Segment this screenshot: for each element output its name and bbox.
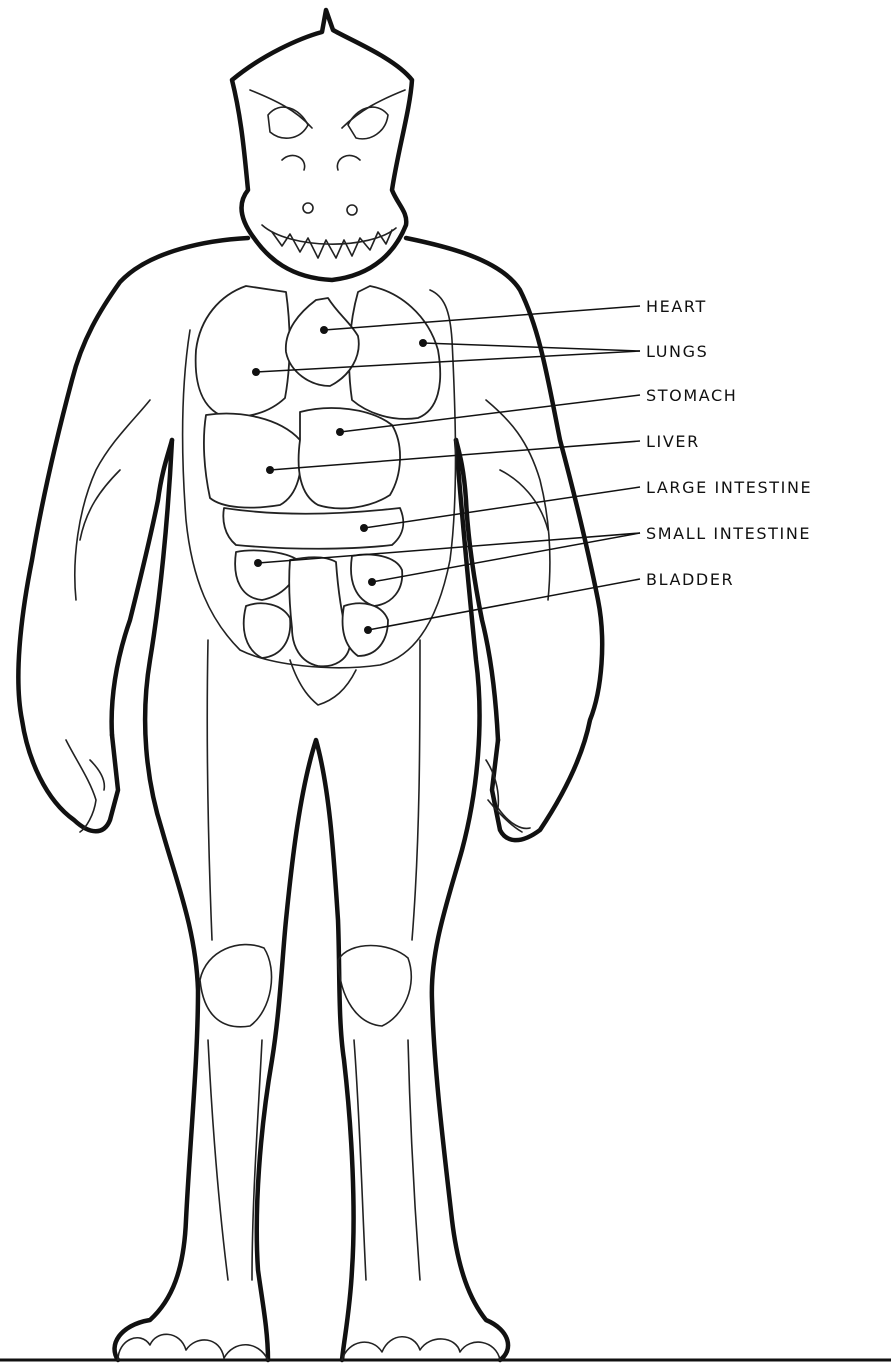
left-arm-inner [112,440,172,735]
liver-label: LIVER [646,432,700,451]
stomach-shape [299,408,400,508]
stomach-dot [336,428,344,436]
right-knee [338,946,411,1027]
left-knee [200,945,272,1027]
small-intestine-dot-2 [368,578,376,586]
liver-dot [266,466,274,474]
heart-label: HEART [646,297,707,316]
right-nostril [347,205,357,215]
large-intestine-shape [223,508,403,549]
right-lung-shape [349,286,440,419]
left-nostril [303,203,313,213]
large-intestine-leader [364,487,640,528]
liver-shape [204,414,301,508]
left-brow [250,90,312,128]
large-intestine-label: LARGE INTESTINE [646,478,812,497]
right-eye [348,107,388,139]
creature-face [250,90,405,258]
left-eye [268,107,308,138]
left-lung-shape [196,286,290,416]
lungs-dot-1 [252,368,260,376]
bladder-shape [289,557,350,666]
creature-head [232,10,412,280]
stomach-label: STOMACH [646,386,737,405]
heart-shape [286,298,359,386]
right-brow [342,90,405,128]
right-foot-claws [342,1337,500,1360]
small-intestine-dot-1 [254,559,262,567]
inner-legs [257,740,354,1360]
bladder-dot [364,626,372,634]
mouth [262,225,396,244]
organ-labels: HEART LUNGS STOMACH LIVER LARGE INTESTIN… [646,297,812,589]
small-intestine-label: SMALL INTESTINE [646,524,811,543]
lungs-dot-2 [419,339,427,347]
heart-dot [320,326,328,334]
bladder-label: BLADDER [646,570,734,589]
left-foot-claws [118,1334,268,1360]
lungs-label: LUNGS [646,342,708,361]
small-intestine-leader-2 [372,533,640,582]
organs [196,286,441,666]
lungs-leader-2 [423,343,640,351]
large-intestine-dot [360,524,368,532]
